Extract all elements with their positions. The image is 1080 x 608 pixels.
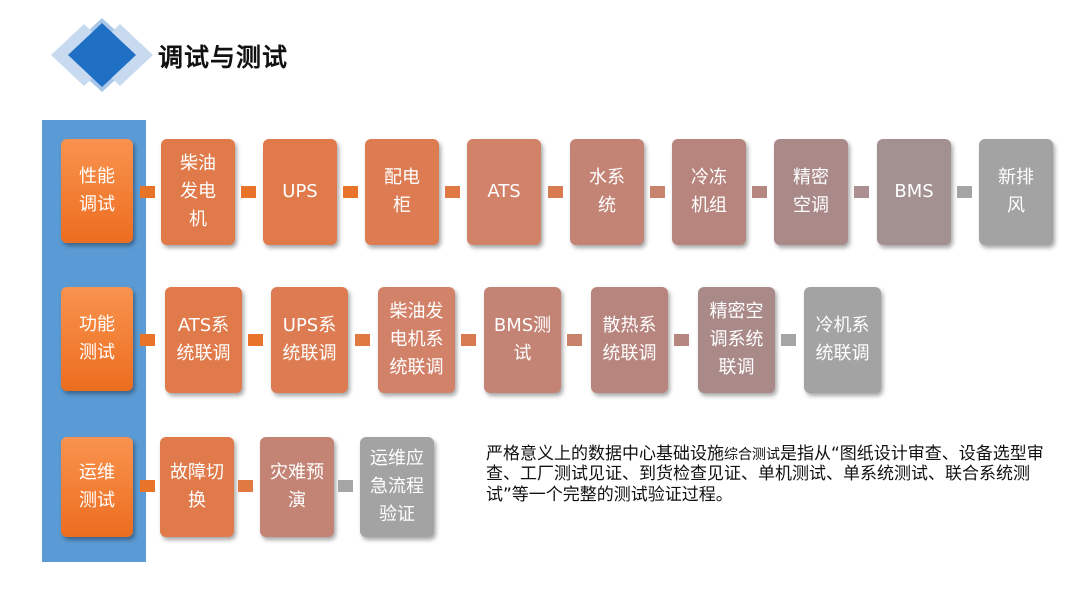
step-water-system: 水系 统	[570, 139, 644, 245]
step-diesel-generator: 柴油 发电 机	[161, 139, 235, 245]
arrow-icon	[248, 334, 263, 346]
arrow-icon	[461, 334, 476, 346]
step-ats: ATS	[467, 139, 541, 245]
arrow-icon	[854, 186, 869, 198]
step-ups-joint-debug: UPS系 统联调	[271, 287, 348, 393]
step-distribution-cabinet: 配电 柜	[365, 139, 439, 245]
step-disaster-drill: 灾难预 演	[260, 437, 334, 537]
arrow-icon	[343, 186, 358, 198]
step-bms: BMS	[877, 139, 951, 245]
step-fresh-air-exhaust: 新排 风	[979, 139, 1053, 245]
arrow-icon	[650, 186, 665, 198]
arrow-icon	[241, 186, 256, 198]
arrow-icon	[338, 480, 353, 492]
description-part1: 严格意义上的数据中心基础设施	[486, 444, 724, 464]
diamond-logo-icon	[51, 18, 153, 92]
step-cooling-joint-debug: 散热系 统联调	[591, 287, 668, 393]
description-part2: 综合测试	[724, 447, 780, 463]
arrow-icon	[752, 186, 767, 198]
step-failover: 故障切 换	[160, 437, 234, 537]
arrow-icon	[140, 334, 155, 346]
description-part3: 是指从“图纸设计审查、设备选型审查、工厂测试见证、到货检查见证、单机测试、单系统…	[486, 444, 1044, 505]
arrow-icon	[238, 480, 253, 492]
step-precision-ac-joint-debug: 精密空 调系统 联调	[698, 287, 775, 393]
arrow-icon	[445, 186, 460, 198]
arrow-icon	[781, 334, 796, 346]
category-function-test: 功能 测试	[61, 287, 133, 391]
step-emergency-procedure-verification: 运维应 急流程 验证	[360, 437, 434, 537]
description-text: 严格意义上的数据中心基础设施综合测试是指从“图纸设计审查、设备选型审查、工厂测试…	[486, 444, 1046, 505]
step-bms-test: BMS测 试	[484, 287, 561, 393]
step-precision-ac: 精密 空调	[774, 139, 848, 245]
step-ups: UPS	[263, 139, 337, 245]
arrow-icon	[355, 334, 370, 346]
arrow-icon	[957, 186, 972, 198]
category-operations-test: 运维 测试	[61, 437, 133, 537]
step-chiller-joint-debug: 冷机系 统联调	[804, 287, 881, 393]
arrow-icon	[674, 334, 689, 346]
page-title: 调试与测试	[158, 43, 289, 72]
category-performance-debug: 性能 调试	[61, 139, 133, 243]
step-ats-joint-debug: ATS系 统联调	[165, 287, 242, 393]
arrow-icon	[548, 186, 563, 198]
step-chiller-unit: 冷冻 机组	[672, 139, 746, 245]
arrow-icon	[140, 480, 155, 492]
arrow-icon	[140, 186, 155, 198]
step-diesel-joint-debug: 柴油发 电机系 统联调	[378, 287, 455, 393]
arrow-icon	[567, 334, 582, 346]
